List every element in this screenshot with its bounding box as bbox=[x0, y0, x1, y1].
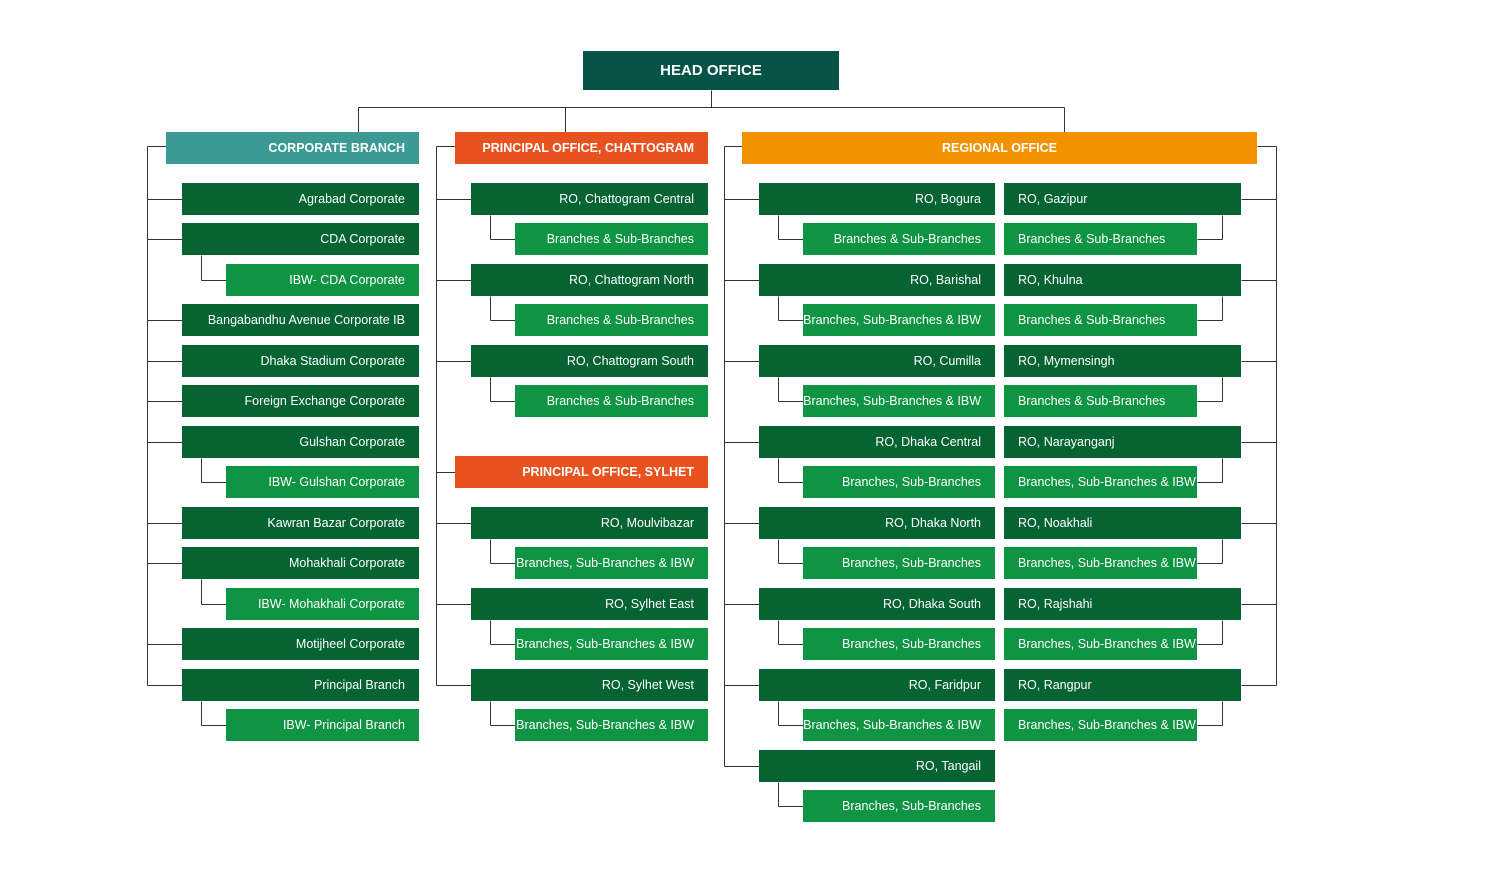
node-barishal-branches: Branches, Sub-Branches & IBW bbox=[803, 304, 995, 336]
node-ro-moulvibazar: RO, Moulvibazar bbox=[471, 507, 708, 539]
node-sylhet-west-branches: Branches, Sub-Branches & IBW bbox=[515, 709, 708, 741]
node-noakhali-branches: Branches, Sub-Branches & IBW bbox=[1004, 547, 1197, 579]
node-ibw-gulshan-corporate: IBW- Gulshan Corporate bbox=[226, 466, 419, 498]
node-narayanganj-branches: Branches, Sub-Branches & IBW bbox=[1004, 466, 1197, 498]
node-ro-dhaka-north: RO, Dhaka North bbox=[759, 507, 995, 539]
principal-office-chattogram-header: PRINCIPAL OFFICE, CHATTOGRAM bbox=[455, 132, 708, 164]
node-ro-khulna: RO, Khulna bbox=[1004, 264, 1241, 296]
node-ro-chattogram-south: RO, Chattogram South bbox=[471, 345, 708, 377]
node-chattogram-central-branches: Branches & Sub-Branches bbox=[515, 223, 708, 255]
node-principal-branch: Principal Branch bbox=[182, 669, 419, 701]
node-bogura-branches: Branches & Sub-Branches bbox=[803, 223, 995, 255]
node-gulshan-corporate: Gulshan Corporate bbox=[182, 426, 419, 458]
node-ro-dhaka-south: RO, Dhaka South bbox=[759, 588, 995, 620]
node-ro-sylhet-east: RO, Sylhet East bbox=[471, 588, 708, 620]
node-ro-chattogram-central: RO, Chattogram Central bbox=[471, 183, 708, 215]
node-moulvibazar-branches: Branches, Sub-Branches & IBW bbox=[515, 547, 708, 579]
node-ro-mymensingh: RO, Mymensingh bbox=[1004, 345, 1241, 377]
node-rajshahi-branches: Branches, Sub-Branches & IBW bbox=[1004, 628, 1197, 660]
principal-office-sylhet-header: PRINCIPAL OFFICE, SYLHET bbox=[455, 456, 708, 488]
node-ro-narayanganj: RO, Narayanganj bbox=[1004, 426, 1241, 458]
node-motijheel-corporate: Motijheel Corporate bbox=[182, 628, 419, 660]
node-ro-rangpur: RO, Rangpur bbox=[1004, 669, 1241, 701]
node-ro-dhaka-central: RO, Dhaka Central bbox=[759, 426, 995, 458]
node-ro-noakhali: RO, Noakhali bbox=[1004, 507, 1241, 539]
node-cumilla-branches: Branches, Sub-Branches & IBW bbox=[803, 385, 995, 417]
node-ibw-mohakhali-corporate: IBW- Mohakhali Corporate bbox=[226, 588, 419, 620]
node-dhaka-south-branches: Branches, Sub-Branches bbox=[803, 628, 995, 660]
node-ro-rajshahi: RO, Rajshahi bbox=[1004, 588, 1241, 620]
node-tangail-branches: Branches, Sub-Branches bbox=[803, 790, 995, 822]
node-ro-sylhet-west: RO, Sylhet West bbox=[471, 669, 708, 701]
head-office-box: HEAD OFFICE bbox=[583, 51, 839, 90]
node-rangpur-branches: Branches, Sub-Branches & IBW bbox=[1004, 709, 1197, 741]
node-bangabandhu-avenue-corporate: Bangabandhu Avenue Corporate IB bbox=[182, 304, 419, 336]
node-faridpur-branches: Branches, Sub-Branches & IBW bbox=[803, 709, 995, 741]
node-khulna-branches: Branches & Sub-Branches bbox=[1004, 304, 1197, 336]
node-chattogram-north-branches: Branches & Sub-Branches bbox=[515, 304, 708, 336]
node-ro-cumilla: RO, Cumilla bbox=[759, 345, 995, 377]
node-dhaka-north-branches: Branches, Sub-Branches bbox=[803, 547, 995, 579]
regional-office-header: REGIONAL OFFICE bbox=[742, 132, 1257, 164]
corporate-branch-header: CORPORATE BRANCH bbox=[166, 132, 419, 164]
node-mymensingh-branches: Branches & Sub-Branches bbox=[1004, 385, 1197, 417]
node-sylhet-east-branches: Branches, Sub-Branches & IBW bbox=[515, 628, 708, 660]
node-ibw-cda-corporate: IBW- CDA Corporate bbox=[226, 264, 419, 296]
node-cda-corporate: CDA Corporate bbox=[182, 223, 419, 255]
node-ro-tangail: RO, Tangail bbox=[759, 750, 995, 782]
node-foreign-exchange-corporate: Foreign Exchange Corporate bbox=[182, 385, 419, 417]
node-ro-gazipur: RO, Gazipur bbox=[1004, 183, 1241, 215]
node-ro-faridpur: RO, Faridpur bbox=[759, 669, 995, 701]
node-ro-barishal: RO, Barishal bbox=[759, 264, 995, 296]
node-ibw-principal-branch: IBW- Principal Branch bbox=[226, 709, 419, 741]
node-mohakhali-corporate: Mohakhali Corporate bbox=[182, 547, 419, 579]
node-chattogram-south-branches: Branches & Sub-Branches bbox=[515, 385, 708, 417]
node-ro-chattogram-north: RO, Chattogram North bbox=[471, 264, 708, 296]
node-kawran-bazar-corporate: Kawran Bazar Corporate bbox=[182, 507, 419, 539]
node-gazipur-branches: Branches & Sub-Branches bbox=[1004, 223, 1197, 255]
node-dhaka-central-branches: Branches, Sub-Branches bbox=[803, 466, 995, 498]
node-ro-bogura: RO, Bogura bbox=[759, 183, 995, 215]
node-agrabad-corporate: Agrabad Corporate bbox=[182, 183, 419, 215]
node-dhaka-stadium-corporate: Dhaka Stadium Corporate bbox=[182, 345, 419, 377]
